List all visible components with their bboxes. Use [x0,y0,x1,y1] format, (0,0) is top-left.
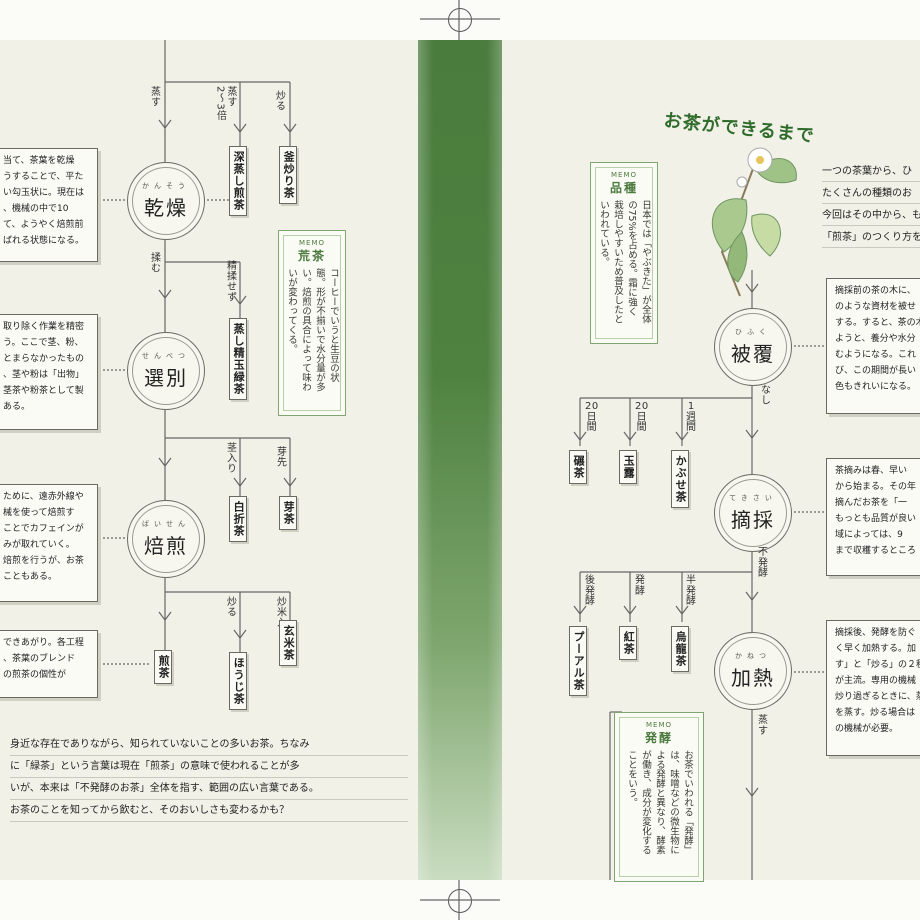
tea-oolong: 烏龍茶 [671,626,690,672]
step-name: 被覆 [731,342,775,366]
label-half-ferment: 半 発 酵 [686,575,697,607]
label-ferment: 発 酵 [635,575,646,597]
label-rice: 炒米入り [274,596,286,638]
memo-label: MEMO [610,171,637,179]
tea-puer: プーアル茶 [569,626,588,696]
intro-line: に「緑茶」という言葉は現在「煎茶」の意味で使われることが多 [10,756,408,778]
label-none: なし [758,384,770,405]
right-intro-line: たくさんの種類のお [822,184,920,204]
tea-houjicha: ほうじ茶 [229,652,248,710]
memo-text: 日本では「やぶきた」が全体の75%を占める。霜に強く栽培しやすいため普及したとい… [598,200,651,324]
step-roasting: ばいせん 焙煎 [127,500,205,578]
step-ruby: ばいせん [142,520,190,528]
desc-finish: できあがり。各工程 、茶葉のブレンド の煎茶の個性が [0,630,98,698]
label-1week: 1 週 間 [686,401,697,433]
label-no-knead: 精揉せず [224,260,236,302]
label-steam: 蒸す [148,86,160,107]
label-bud: 芽先 [274,446,286,467]
tea-tamaryoku: 蒸し精玉緑茶 [229,318,248,400]
tea-sencha: 煎茶 [154,650,173,684]
step-ruby: てきさい [729,494,777,502]
step-drying: かんそう 乾燥 [127,162,205,240]
memo-label: MEMO [645,721,672,729]
desc-plucking: 茶摘みは春、早い から始まる。その年 摘んだお茶を「一 もっとも品質が良い 域に… [826,458,920,576]
desc-drying: 当て、茶葉を乾燥 うすることで、平た い勾玉状に。現在は 、機械の中で10 て、… [0,148,98,262]
tea-fukamushi-sencha: 深蒸し煎茶 [229,146,248,216]
tea-kamairi: 釜炒り茶 [279,146,298,204]
tea-genmaicha: 玄米茶 [279,620,298,666]
memo-fermentation: MEMO 発酵 お茶でいわれる「発酵」は、味噌などの微生物による発酵と異なり、酵… [614,712,704,882]
right-intro-line: 一つの茶葉から、ひ [822,162,920,182]
label-roast2: 炒る [224,596,236,617]
center-gutter [418,40,502,880]
label-nonferment: 不 発 酵 [758,547,769,579]
step-heating: かねつ 加熱 [714,632,792,710]
label-steam-more: 蒸す 2〜3倍 [214,86,237,121]
label-steam-right: 蒸 す [758,715,769,737]
step-covering: ひふく 被覆 [714,308,792,386]
tea-shiraore: 白折茶 [229,496,248,542]
tea-mecha: 芽茶 [279,496,298,530]
label-stem: 茎入り [224,442,236,474]
memo-title: 荒茶 [297,249,326,263]
step-ruby: せんべつ [142,352,190,360]
memo-aracha: MEMO 荒茶 コーヒーでいうと生豆の状態。形が不揃いで水分量が多い。焙煎の具合… [278,230,346,416]
memo-title: 発酵 [644,731,673,745]
step-name: 選別 [144,366,188,390]
intro-text: 身近な存在でありながら、知られていないことの多いお茶。ちなみ に「緑茶」という言… [10,734,408,822]
label-20days-b: 20 日 間 [635,401,649,433]
label-post-ferment: 後 発 酵 [585,575,596,607]
desc-roasting: ために、遠赤外線や 械を使って焙煎す ことでカフェインが みが取れていく。 焙煎… [0,484,98,602]
memo-label: MEMO [298,239,325,247]
memo-text: コーヒーでいうと生豆の状態。形が不揃いで水分量が多い。焙煎の具合によって味わいが… [286,268,339,392]
desc-heating: 摘採後、発酵を防ぐ く早く加熱する。加 す」と「炒る」の２種 が主流。専用の機械… [826,620,920,756]
label-roast: 炒る [273,90,285,111]
step-name: 焙煎 [144,534,188,558]
intro-line: お茶のことを知ってから飲むと、そのおいしさも変わるかも？ [10,800,408,822]
intro-line: 身近な存在でありながら、知られていないことの多いお茶。ちなみ [10,734,408,756]
tea-kabusecha: かぶせ茶 [671,450,690,508]
crop-mark-top [448,8,472,32]
step-selection: せんべつ 選別 [127,332,205,410]
step-plucking: てきさい 摘採 [714,474,792,552]
desc-selection: 取り除く作業を精密 う。ここで茎、粉、 とまらなかったもの 、茎や粉は「出物」 … [0,314,98,430]
label-knead: 揉む [148,252,160,273]
memo-text: お茶でいわれる「発酵」は、味噌などの微生物による発酵と異なり、酵素が働き、成分が… [626,750,693,855]
crop-mark-bottom [448,889,472,913]
memo-variety: MEMO 品種 日本では「やぶきた」が全体の75%を占める。霜に強く栽培しやすい… [590,162,658,344]
step-name: 乾燥 [144,196,188,220]
step-ruby: かねつ [735,652,771,660]
label-20days-a: 20 日 間 [585,401,599,433]
tea-koucha: 紅茶 [619,626,638,660]
tea-tencha: 碾茶 [569,450,588,484]
desc-covering: 摘採前の茶の木に、 のような資材を被せ する。すると、茶の木 ようと、養分や水分… [826,278,920,414]
step-name: 摘採 [731,508,775,532]
right-intro-line: 今回はその中から、も [822,206,920,226]
right-intro-line: 「煎茶」のつくり方を [822,228,920,248]
intro-line: いが、本来は「不発酵のお茶」全体を指す、範囲の広い言葉である。 [10,778,408,800]
step-ruby: ひふく [735,328,771,336]
step-ruby: かんそう [142,182,190,190]
tea-gyokuro: 玉露 [619,450,638,484]
step-name: 加熱 [731,666,775,690]
memo-title: 品種 [609,181,638,195]
